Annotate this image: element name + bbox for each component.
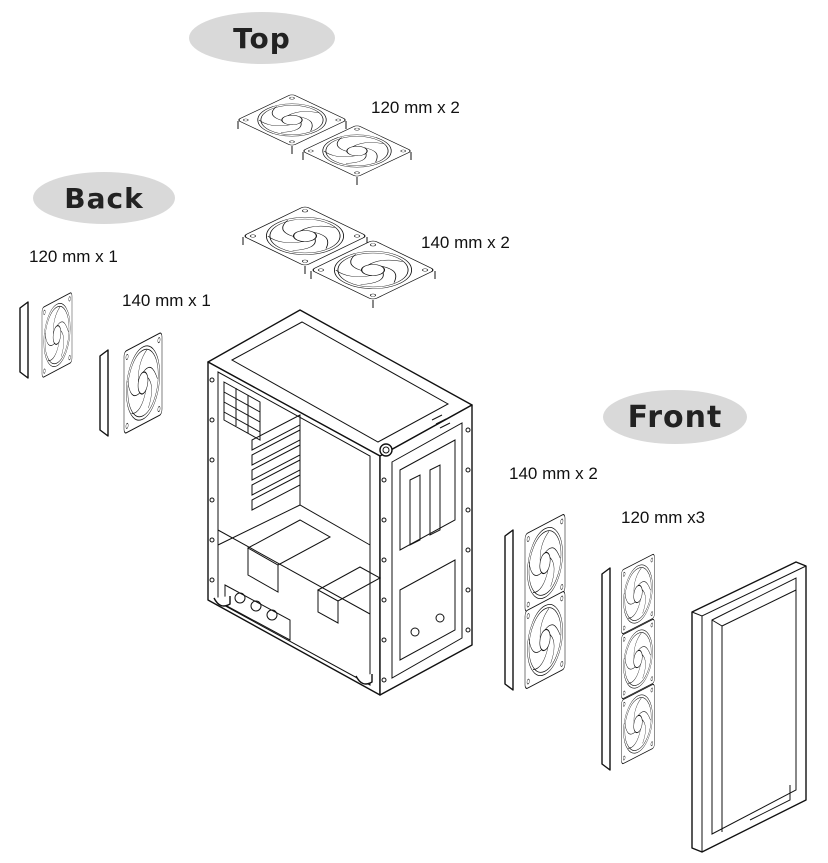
back-140mm-label: 140 mm x 1 bbox=[122, 291, 211, 310]
pc-case bbox=[207, 309, 473, 696]
top-120mm-fans bbox=[236, 93, 413, 185]
front-140mm-label: 140 mm x 2 bbox=[509, 464, 598, 483]
front-panel bbox=[691, 561, 807, 853]
back-120mm-label: 120 mm x 1 bbox=[29, 247, 118, 266]
front-120mm-label: 120 mm x3 bbox=[621, 508, 706, 527]
front-section-label: Front bbox=[627, 399, 723, 435]
top-section-badge: Top bbox=[189, 12, 335, 64]
back-140mm-fan bbox=[99, 331, 163, 437]
back-120mm-fan bbox=[19, 291, 73, 379]
back-section-label: Back bbox=[64, 181, 144, 215]
top-140mm-fans bbox=[242, 205, 436, 308]
front-140mm-fans bbox=[504, 512, 566, 691]
back-section-badge: Back bbox=[33, 172, 175, 224]
front-120mm-fans bbox=[601, 553, 655, 771]
top-section-label: Top bbox=[233, 21, 291, 55]
front-section-badge: Front bbox=[603, 390, 747, 444]
top-140mm-label: 140 mm x 2 bbox=[421, 233, 510, 252]
top-120mm-label: 120 mm x 2 bbox=[371, 98, 460, 117]
